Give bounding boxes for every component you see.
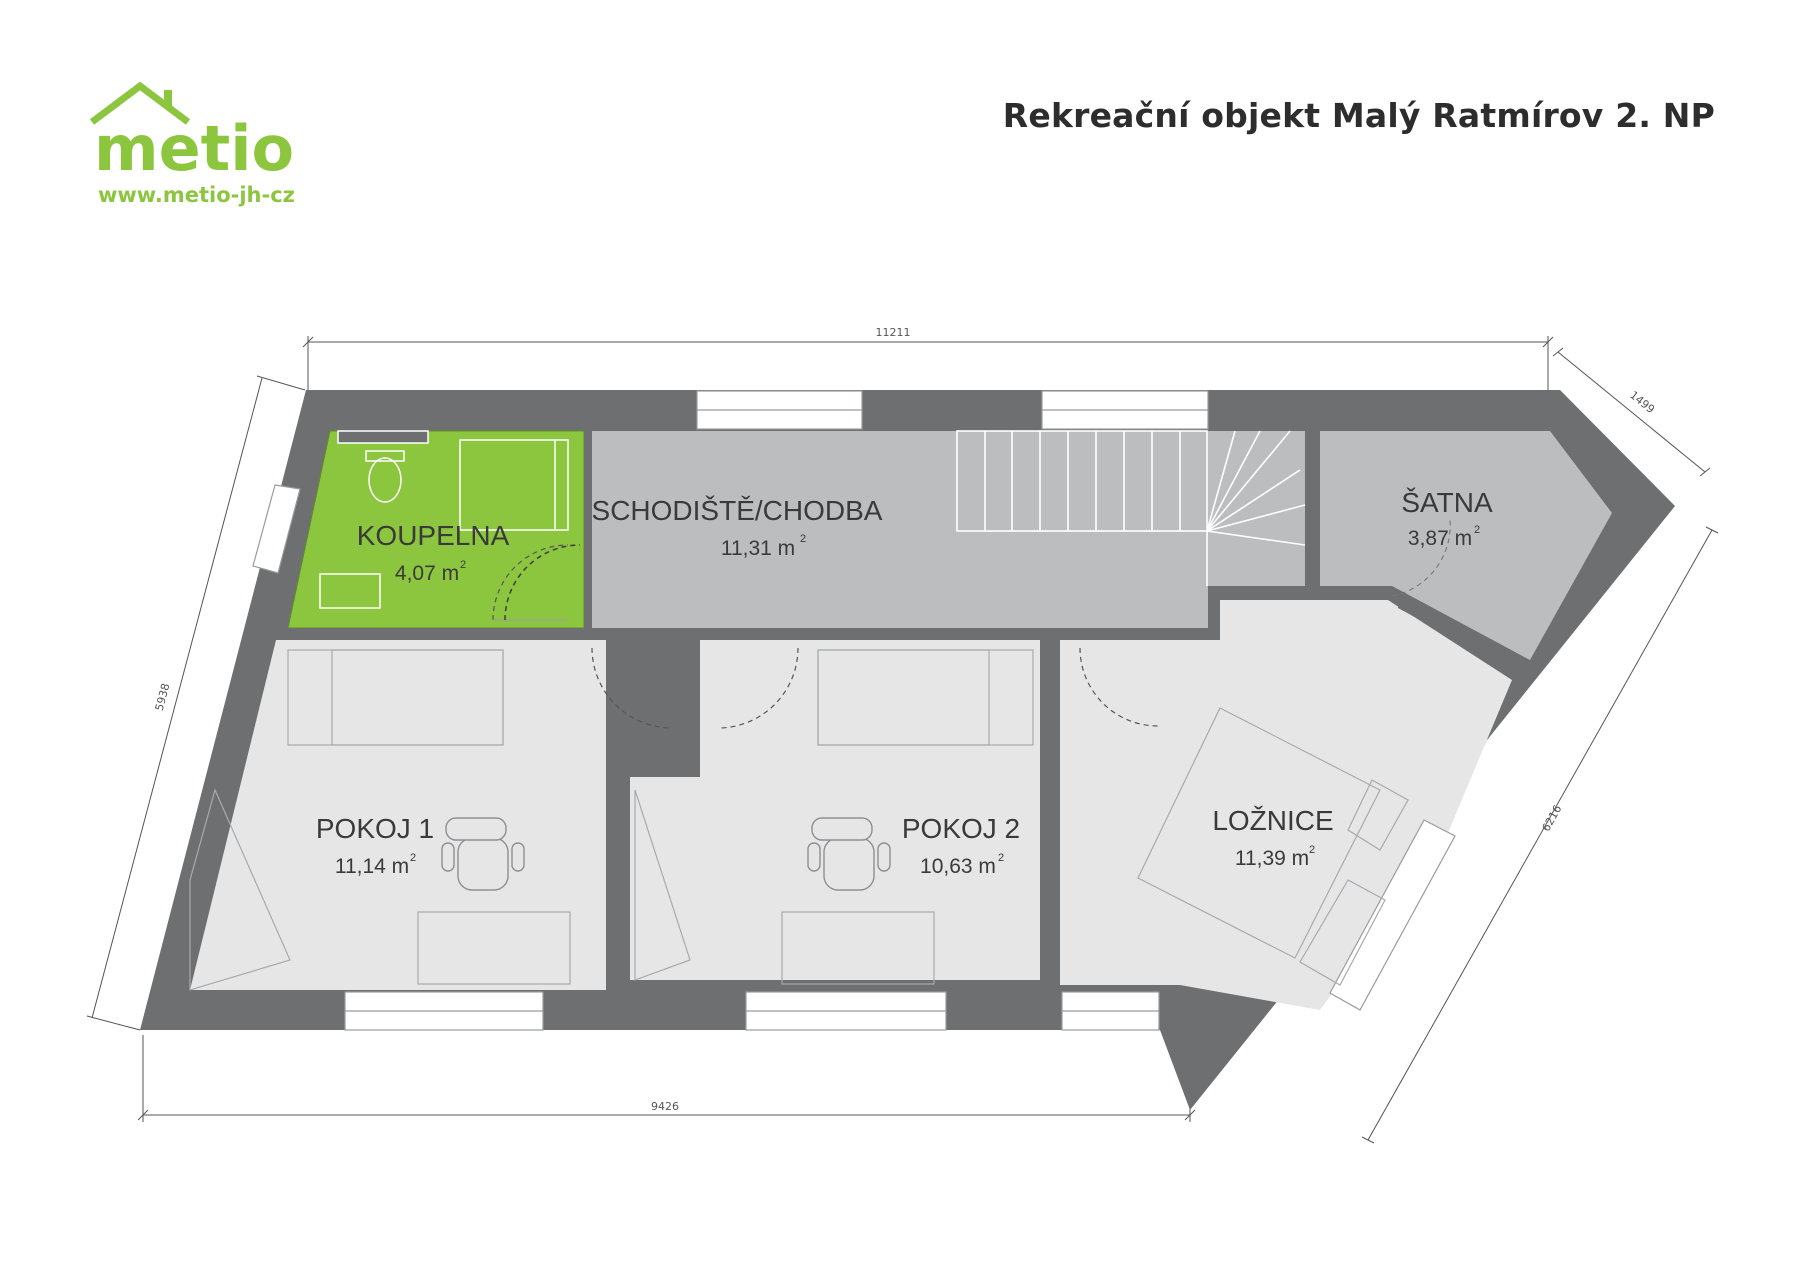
washbasin-icon xyxy=(319,573,381,609)
svg-text:10,63 m: 10,63 m xyxy=(920,855,996,878)
room-label-satna: ŠATNA 3,87 m 2 xyxy=(1401,487,1493,550)
windows xyxy=(252,390,1456,1031)
svg-text:11,14 m: 11,14 m xyxy=(335,855,409,878)
logo-chimney-icon xyxy=(164,90,172,106)
room-pokoj1-floor xyxy=(190,640,606,990)
desk-pokoj1 xyxy=(417,911,571,985)
svg-text:4,07 m: 4,07 m xyxy=(395,562,459,585)
dim-top: 11211 xyxy=(876,326,911,339)
logo-roof-icon xyxy=(89,81,191,125)
room-label-chodba: SCHODIŠTĚ/CHODBA 11,31 m 2 xyxy=(592,495,883,560)
chair-icon xyxy=(441,817,525,891)
svg-text:11,39 m: 11,39 m xyxy=(1235,847,1309,870)
logo-wordmark: metio xyxy=(94,112,294,185)
svg-text:2: 2 xyxy=(410,852,416,864)
svg-text:2: 2 xyxy=(460,559,466,571)
dim-bottom: 9426 xyxy=(651,1100,679,1113)
svg-text:2: 2 xyxy=(1309,844,1315,856)
shower-icon xyxy=(459,439,569,531)
svg-text:POKOJ 1: POKOJ 1 xyxy=(316,813,434,844)
metio-logo: metio www.metio-jh-cz xyxy=(89,81,295,207)
logo-url[interactable]: www.metio-jh-cz xyxy=(98,183,295,207)
svg-text:POKOJ 2: POKOJ 2 xyxy=(902,813,1020,844)
svg-text:2: 2 xyxy=(1474,524,1480,536)
svg-text:LOŽNICE: LOŽNICE xyxy=(1212,805,1333,836)
svg-text:SCHODIŠTĚ/CHODBA: SCHODIŠTĚ/CHODBA xyxy=(592,495,883,526)
room-label-loznice: LOŽNICE 11,39 m 2 xyxy=(1212,805,1333,870)
bathroom-fixtures xyxy=(319,430,581,621)
staircase xyxy=(956,430,1306,586)
satna-door-swing xyxy=(1391,519,1451,597)
svg-text:KOUPELNA: KOUPELNA xyxy=(357,520,510,551)
svg-text:11,31 m: 11,31 m xyxy=(721,537,795,560)
room-label-koupelna: KOUPELNA 4,07 m 2 xyxy=(357,520,510,585)
wardrobe-pokoj2 xyxy=(634,789,691,981)
furniture xyxy=(189,649,1409,991)
desk-pokoj2 xyxy=(781,911,935,985)
room-label-pokoj2: POKOJ 2 10,63 m 2 xyxy=(902,813,1020,878)
svg-text:ŠATNA: ŠATNA xyxy=(1401,487,1493,518)
room-satna-floor xyxy=(1320,431,1612,660)
room-loznice-floor xyxy=(1060,600,1512,1010)
interior-walls xyxy=(276,428,1530,990)
chair-icon xyxy=(807,817,891,891)
room-label-pokoj1: POKOJ 1 11,14 m 2 xyxy=(316,813,434,878)
svg-text:2: 2 xyxy=(998,852,1004,864)
dim-right: 6216 xyxy=(1539,803,1564,834)
plan-title: Rekreační objekt Malý Ratmírov 2. NP xyxy=(1002,96,1715,135)
svg-text:2: 2 xyxy=(800,533,806,545)
double-bed xyxy=(1137,707,1381,959)
dim-left: 5938 xyxy=(153,682,173,712)
wardrobe-pokoj1 xyxy=(189,788,291,991)
room-pokoj2-floor xyxy=(630,640,1040,980)
toilet-icon xyxy=(368,457,402,503)
svg-text:3,87 m: 3,87 m xyxy=(1408,527,1472,550)
